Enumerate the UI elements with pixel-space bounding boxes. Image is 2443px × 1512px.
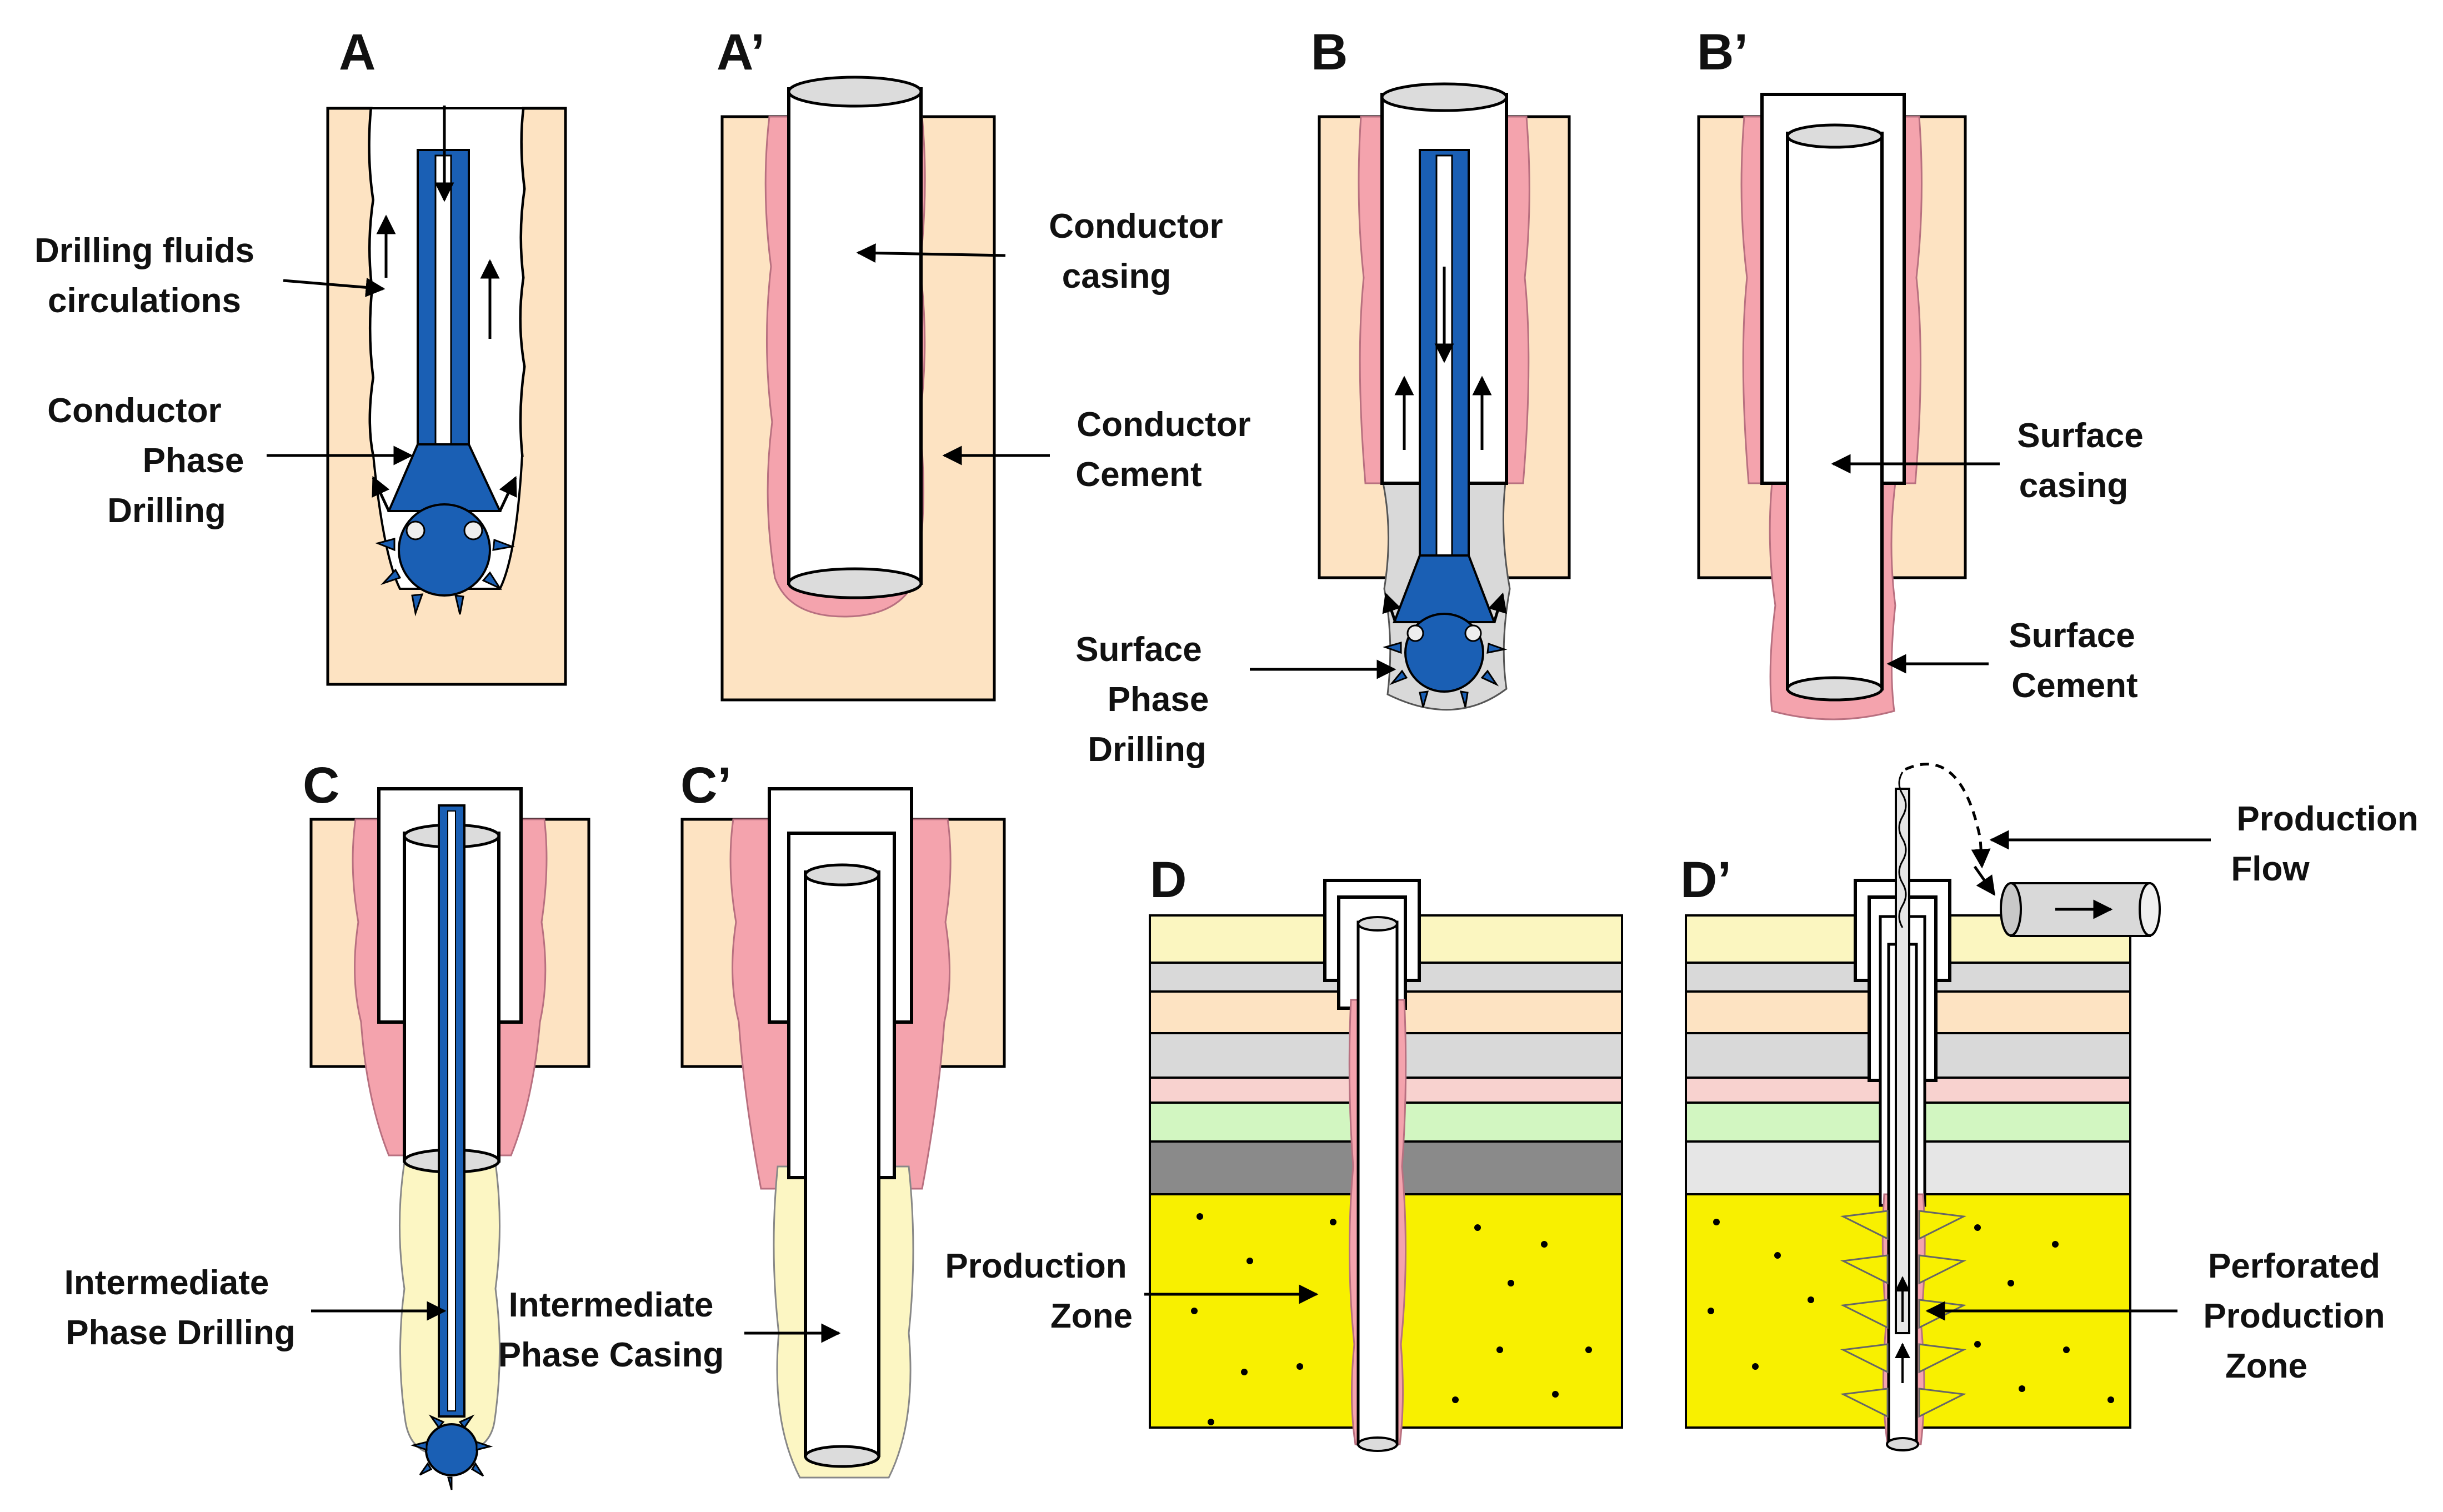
- panel-c-letter: C: [303, 757, 339, 814]
- panel-d-prime: D’ Production Flow: [1680, 763, 2419, 1451]
- panel-b-letter: B: [1311, 24, 1348, 81]
- panel-d-letter: D: [1150, 852, 1187, 908]
- panel-b-jet-arrow-left: [1382, 592, 1401, 623]
- production-tubing-twist: [1898, 772, 1907, 928]
- pipeline-left-end: [2000, 882, 2022, 937]
- label-perforated-zone-3: Zone: [2225, 1347, 2307, 1385]
- perforations-left: [1840, 1210, 1889, 1418]
- production-casing: [1356, 920, 1399, 1446]
- label-surface-drilling-1: Surface: [1075, 630, 1202, 669]
- panel-b-conductor-casing-top: [1380, 82, 1508, 112]
- label-conductor-casing-1: Conductor: [1049, 207, 1223, 246]
- panel-c: C Intermediate Phase Drilling: [64, 757, 590, 1490]
- panel-a-jet-arrow-left: [372, 475, 391, 512]
- panel-a-jet-arrow-right: [498, 475, 517, 512]
- panel-d-prime-production-casing-bottom: [1886, 1437, 1919, 1451]
- panel-d-prime-letter: D’: [1680, 852, 1731, 908]
- label-surface-cement-2: Cement: [2011, 667, 2137, 705]
- label-conductor-drilling-2: Phase: [143, 442, 244, 480]
- panel-b-nozzle-right: [1464, 624, 1482, 642]
- panel-a-nozzle-right: [463, 520, 483, 540]
- arrow-drilling-fluids: [283, 277, 386, 297]
- label-conductor-drilling-1: Conductor: [47, 392, 221, 430]
- panel-d-sand-grains: [1191, 1213, 1592, 1425]
- panel-b-nozzle-left: [1406, 624, 1424, 642]
- production-flow-to-pipeline-arrow: [1973, 865, 1996, 896]
- panel-c-bit: [425, 1423, 478, 1476]
- intermediate-casing: [804, 870, 880, 1457]
- conductor-casing-bottom: [787, 567, 923, 599]
- panel-b: B Surface Phase Drilling: [1075, 24, 1571, 769]
- panel-b-jet-arrow-right: [1488, 592, 1507, 623]
- panel-a: A Drilling fluids circulations Conductor…: [34, 24, 567, 686]
- label-surface-cement-1: Surface: [2009, 617, 2135, 655]
- panel-b-prime-letter: B’: [1697, 24, 1748, 81]
- label-production-flow-1: Production: [2236, 800, 2418, 838]
- panel-a-letter: A: [339, 24, 376, 81]
- intermediate-casing-bottom: [804, 1445, 880, 1468]
- panel-c-pipe-bore: [447, 810, 456, 1411]
- label-conductor-cement-2: Cement: [1075, 455, 1202, 494]
- production-tubing: [1895, 788, 1910, 1334]
- panel-b-bit-teeth: [1383, 642, 1508, 708]
- panel-a-prime-letter: A’: [717, 24, 765, 81]
- pipeline-right-end: [2139, 882, 2161, 937]
- intermediate-casing-top: [804, 863, 880, 887]
- surface-casing-bottom: [1786, 676, 1884, 702]
- production-casing-top: [1357, 916, 1398, 932]
- surface-casing: [1786, 132, 1884, 690]
- panel-b-prime: B’ Surface casing Surface Cement: [1697, 24, 2144, 720]
- label-conductor-casing-2: casing: [1062, 257, 1171, 296]
- panel-c-prime-letter: C’: [680, 757, 732, 814]
- label-intermediate-casing-2: Phase Casing: [498, 1336, 724, 1374]
- panel-a-bit: [398, 503, 491, 597]
- label-surface-casing-2: casing: [2019, 467, 2128, 505]
- label-conductor-drilling-3: Drilling: [107, 492, 226, 530]
- panel-b-pipe-bore: [1435, 154, 1453, 634]
- label-drilling-fluids-2: circulations: [48, 282, 241, 320]
- label-intermediate-drilling-1: Intermediate: [64, 1264, 269, 1302]
- production-flow-arc-arrow: [1904, 763, 1991, 869]
- conductor-casing-top: [787, 76, 923, 108]
- panel-d: D Production Zone: [945, 852, 1623, 1452]
- label-production-zone-1: Production: [945, 1247, 1127, 1285]
- panel-b-bit: [1404, 613, 1484, 693]
- label-surface-casing-1: Surface: [2017, 417, 2143, 455]
- label-intermediate-casing-1: Intermediate: [509, 1286, 714, 1324]
- label-surface-drilling-2: Phase: [1108, 680, 1209, 719]
- label-conductor-cement-1: Conductor: [1077, 405, 1250, 444]
- panel-a-nozzle-left: [406, 520, 425, 540]
- arrow-conductor-casing: [856, 243, 1006, 263]
- conductor-casing: [787, 87, 923, 585]
- panel-a-prime: A’ Conductor casing Conductor Cement: [717, 24, 1251, 702]
- panel-c-bit-teeth: [410, 1414, 493, 1490]
- label-surface-drilling-3: Drilling: [1088, 730, 1207, 769]
- label-intermediate-drilling-2: Phase Drilling: [66, 1314, 295, 1352]
- label-drilling-fluids-1: Drilling fluids: [34, 232, 254, 270]
- panel-d-prime-sand-grains: [1708, 1219, 2114, 1403]
- label-perforated-zone-2: Production: [2203, 1297, 2385, 1335]
- label-production-zone-2: Zone: [1050, 1297, 1133, 1335]
- label-perforated-zone-1: Perforated: [2208, 1247, 2380, 1285]
- production-casing-bottom: [1357, 1436, 1398, 1452]
- surface-casing-top: [1786, 123, 1884, 149]
- label-production-flow-2: Flow: [2231, 850, 2310, 888]
- panel-a-bit-teeth: [375, 538, 515, 617]
- panel-c-prime: C’ Intermediate Phase Casing: [498, 757, 1006, 1479]
